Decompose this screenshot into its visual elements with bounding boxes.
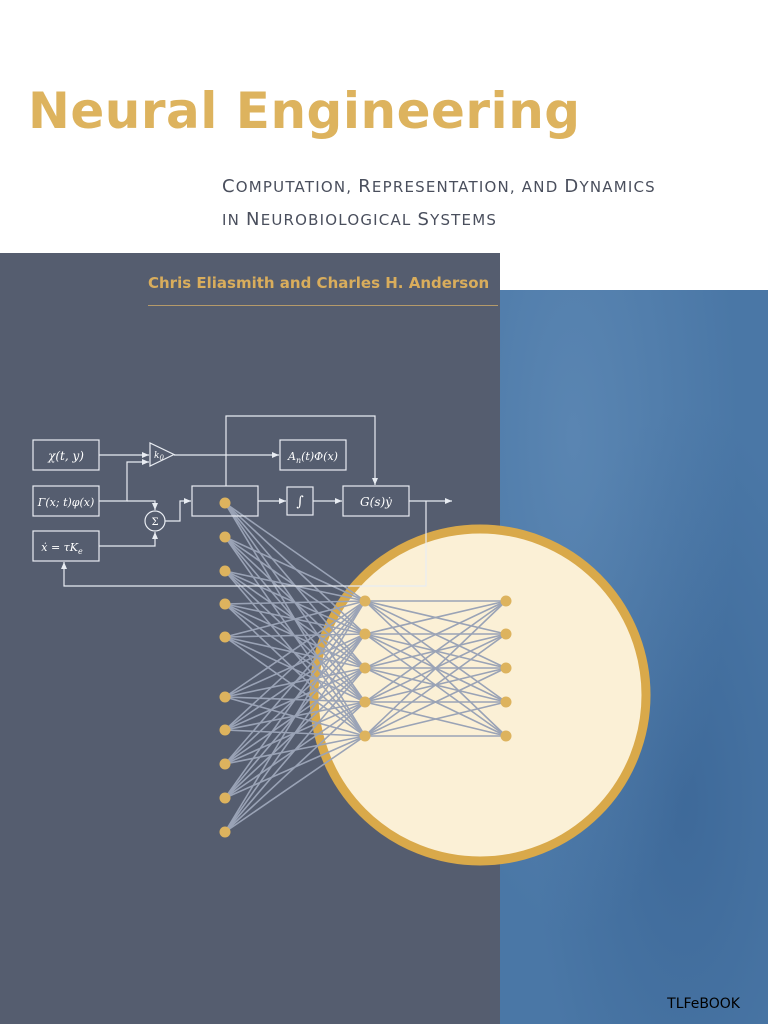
subtitle-word: N	[246, 209, 261, 230]
subtitle-line-2: in Neurobiological Systems	[222, 209, 497, 230]
a-label: An(t)Φ(x)	[287, 450, 338, 465]
block-diagram: χ(t, y) Γ(x; t)φ(x) ẋ = τKe k0 Σ An(t)Φ(…	[32, 415, 452, 587]
subtitle-word: omputation,	[235, 178, 359, 196]
f-label: ∫	[296, 494, 303, 510]
connection-line	[364, 600, 507, 737]
input-neuron	[219, 826, 231, 838]
connection-line	[224, 701, 366, 833]
connection-line	[364, 600, 507, 703]
input-neuron	[219, 724, 231, 736]
output-neuron	[500, 696, 512, 708]
connection-line	[364, 600, 507, 635]
input-neuron	[219, 531, 231, 543]
author-rule	[148, 305, 498, 306]
input-neuron	[219, 758, 231, 770]
connection-line	[224, 636, 366, 703]
xdot-label: ẋ = τKe	[41, 541, 83, 556]
input-neuron	[219, 792, 231, 804]
subtitle-word: ystems	[430, 211, 498, 229]
sum-label: Σ	[151, 517, 158, 528]
output-neuron	[500, 628, 512, 640]
input-neuron	[219, 691, 231, 703]
connection-line	[224, 600, 366, 799]
connection-line	[224, 600, 366, 605]
hidden-neuron	[359, 595, 371, 607]
subtitle-word: C	[222, 176, 236, 197]
chi-label: χ(t, y)	[47, 449, 84, 463]
subtitle-word: epresentation, and	[371, 178, 565, 196]
subtitle-line-1: Computation, Representation, and Dynamic…	[222, 176, 656, 197]
input-neuron	[219, 631, 231, 643]
hidden-neuron	[359, 628, 371, 640]
subtitle-word: S	[417, 209, 431, 230]
connection-line	[224, 600, 366, 638]
book-title: Neural Engineering	[28, 82, 581, 140]
network-connections	[224, 502, 507, 833]
connection-line	[364, 701, 507, 737]
wire	[61, 501, 427, 587]
title-band	[0, 0, 768, 253]
wire	[127, 500, 158, 510]
gamma-label: Γ(x; t)φ(x)	[37, 496, 95, 509]
connection-line	[224, 600, 366, 698]
a-block	[279, 439, 347, 471]
connection-line	[364, 600, 507, 669]
wire	[99, 532, 158, 547]
authors: Chris Eliasmith and Charles H. Anderson	[148, 274, 490, 292]
wire	[165, 498, 191, 522]
connection-line	[224, 502, 366, 602]
wire	[225, 415, 378, 486]
hidden-neuron	[359, 696, 371, 708]
connection-line	[364, 667, 507, 737]
g-label: G(s)ẏ	[360, 495, 392, 509]
connection-line	[224, 636, 366, 669]
connection-line	[364, 633, 507, 737]
connection-line	[224, 536, 366, 602]
output-neuron	[500, 730, 512, 742]
input-neuron	[219, 497, 231, 509]
input-neuron	[219, 598, 231, 610]
corner-label: TLFeBOOK	[667, 996, 740, 1012]
input-neuron	[219, 565, 231, 577]
output-neuron	[500, 595, 512, 607]
subtitle-word: in	[222, 211, 247, 229]
gain-label: k0	[154, 451, 164, 462]
gain-triangle	[149, 442, 176, 467]
hidden-neuron	[359, 730, 371, 742]
subtitle-word: ynamics	[579, 178, 656, 196]
connection-line	[224, 667, 366, 833]
network-nodes	[219, 497, 512, 838]
connection-line	[224, 600, 366, 833]
connection-line	[224, 636, 366, 737]
subtitle-word: R	[358, 176, 372, 197]
connection-line	[224, 600, 366, 731]
connection-line	[224, 633, 366, 833]
output-neuron	[500, 662, 512, 674]
subtitle-word: D	[564, 176, 580, 197]
connection-line	[224, 600, 366, 765]
wire	[99, 459, 149, 502]
hidden-neuron	[359, 662, 371, 674]
connection-line	[224, 735, 366, 833]
subtitle-word: eurobiological	[260, 211, 418, 229]
